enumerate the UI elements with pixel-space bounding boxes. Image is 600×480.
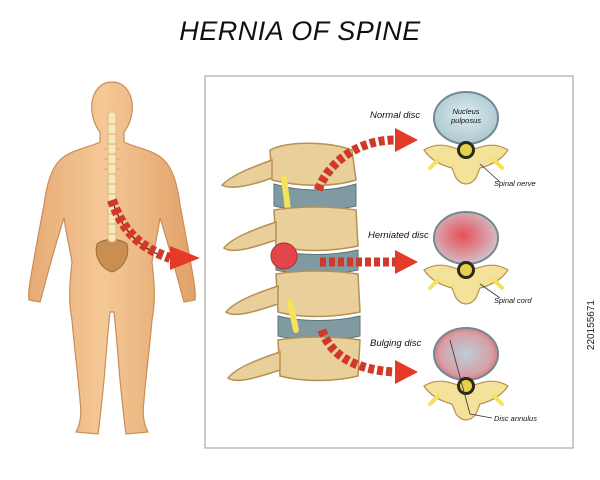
leader-lines	[449, 163, 501, 419]
vertebra-1	[269, 142, 357, 186]
label-spinal-cord: Spinal cord	[494, 296, 532, 305]
stock-id: 220155671	[586, 300, 597, 351]
arrow-normal	[313, 128, 418, 192]
human-body-back-view	[28, 81, 196, 435]
label-nucleus-line2: pulposus	[450, 116, 481, 125]
label-nucleus-line1: Nucleus	[452, 107, 479, 116]
label-normal-disc: Normal disc	[370, 110, 420, 121]
vertebral-column-side-view	[220, 142, 361, 382]
cross-section-normal	[423, 91, 509, 185]
label-spinal-nerve: Spinal nerve	[494, 179, 536, 188]
label-disc-annulus: Disc annulus	[494, 414, 537, 423]
label-bulging-disc: Bulging disc	[370, 338, 421, 349]
arrow-herniated	[320, 250, 418, 274]
hernia-bulge	[270, 242, 298, 270]
vertebra-4	[277, 336, 361, 382]
arrow-bulging	[317, 328, 418, 384]
diagram-title: HERNIA OF SPINE	[179, 16, 421, 46]
cross-section-herniated	[423, 211, 509, 305]
label-herniated-disc: Herniated disc	[368, 230, 429, 241]
arrow-to-detail-panel	[107, 198, 200, 270]
